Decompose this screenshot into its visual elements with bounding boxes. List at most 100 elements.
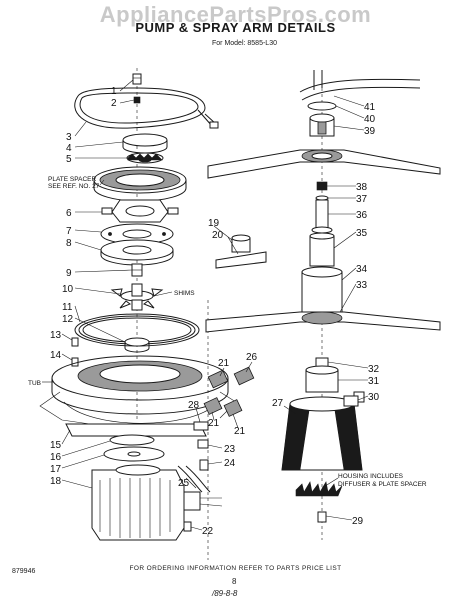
plate-spacer-ring <box>93 166 187 202</box>
callout-4: 4 <box>66 143 72 154</box>
part-19-block <box>231 234 251 253</box>
part-21-coupling-b <box>203 397 223 415</box>
document-code: 879946 <box>12 568 36 575</box>
diffuser-plate-spacer <box>295 481 343 497</box>
callout-8: 8 <box>66 238 72 249</box>
callout-39: 39 <box>364 126 376 137</box>
model-line: For Model: 8585-L30 <box>212 40 277 47</box>
note-tub: TUB <box>28 380 41 387</box>
part-1-screw <box>132 73 142 85</box>
part-10-impeller <box>110 283 164 311</box>
part-36-tube <box>311 199 333 234</box>
callout-33: 33 <box>356 280 368 291</box>
watermark: AppliancePartsPros.com <box>99 2 372 27</box>
callout-2: 2 <box>111 98 117 109</box>
callout-13: 13 <box>50 330 62 341</box>
note-diffuser-plate-spacer: DIFFUSER & PLATE SPACER <box>338 481 427 488</box>
part-3-tube-loop <box>74 87 219 129</box>
callout-30: 30 <box>368 392 380 403</box>
callout-10: 10 <box>62 284 74 295</box>
callout-26: 26 <box>246 352 258 363</box>
callout-17: 17 <box>50 464 62 475</box>
page-number: 8 <box>232 577 237 586</box>
callout-25: 25 <box>178 478 190 489</box>
part-29-screw <box>317 511 327 523</box>
part-39-nut <box>309 113 335 137</box>
part-24-screw <box>199 459 209 471</box>
part-5-gear <box>126 152 164 164</box>
upper-spray-arm <box>207 149 441 179</box>
callout-19: 19 <box>208 218 220 229</box>
callout-7: 7 <box>66 226 72 237</box>
note-plate-spacer: PLATE SPACER <box>48 176 96 183</box>
callout-28: 28 <box>188 400 200 411</box>
callout-38: 38 <box>356 182 368 193</box>
part-18-motor <box>91 464 223 541</box>
note-housing-includes: HOUSING INCLUDES <box>338 473 404 480</box>
part-16-seal <box>109 434 155 446</box>
part-4-cap <box>122 133 168 154</box>
ordering-footer: FOR ORDERING INFORMATION REFER TO PARTS … <box>129 565 342 572</box>
part-28-clamp <box>193 421 209 431</box>
part-30-fitting <box>343 395 359 407</box>
part-40-washer <box>307 101 337 111</box>
callout-34: 34 <box>356 264 368 275</box>
part-number-callouts: 1 2 3 4 5 6 7 8 9 10 11 12 13 14 15 16 1… <box>50 86 380 537</box>
part-35-sleeve <box>309 232 335 267</box>
part-23-clip <box>197 439 209 449</box>
callout-27: 27 <box>272 398 284 409</box>
callout-20: 20 <box>212 230 224 241</box>
callout-36: 36 <box>356 210 368 221</box>
callout-31: 31 <box>368 376 380 387</box>
callout-14: 14 <box>50 350 62 361</box>
part-20-bracket <box>215 251 267 269</box>
callout-24: 24 <box>224 458 236 469</box>
tub-base <box>39 355 237 425</box>
part-14-screw <box>71 357 79 367</box>
note-shims: SHIMS <box>174 290 195 297</box>
revision-mark: /89-8-8 <box>212 589 238 598</box>
diagram-title: PUMP & SPRAY ARM DETAILS <box>135 20 336 35</box>
part-12-hub <box>124 337 150 353</box>
part-13-screw <box>71 337 79 347</box>
callout-32: 32 <box>368 364 380 375</box>
callout-37: 37 <box>356 194 368 205</box>
callout-35: 35 <box>356 228 368 239</box>
callout-22: 22 <box>202 526 214 537</box>
callout-18: 18 <box>50 476 62 487</box>
callout-3: 3 <box>66 132 72 143</box>
callout-15: 15 <box>50 440 62 451</box>
part-41-pipe <box>299 70 421 101</box>
callout-21-lower-left: 21 <box>208 418 220 429</box>
part-25-wire-harness <box>177 465 211 493</box>
part-38-nut <box>316 181 328 191</box>
part-31-housing-top <box>305 365 339 393</box>
part-22-screw <box>183 521 192 532</box>
leader-lines <box>42 79 369 531</box>
part-37-clip <box>315 195 329 201</box>
part-9-shaft <box>131 263 143 277</box>
callout-40: 40 <box>364 114 376 125</box>
part-26-coupling <box>233 366 255 386</box>
callout-9: 9 <box>66 268 72 279</box>
callout-23: 23 <box>224 444 236 455</box>
callout-5: 5 <box>66 154 72 165</box>
callout-21-top: 21 <box>218 358 230 369</box>
part-34-tower <box>301 266 343 317</box>
callout-29: 29 <box>352 516 364 527</box>
part-21-coupling-a <box>207 369 229 389</box>
part-6-housing <box>101 199 179 223</box>
callout-41: 41 <box>364 102 376 113</box>
callout-6: 6 <box>66 208 72 219</box>
callout-21-lower-right: 21 <box>234 426 246 437</box>
diagram-notes: PLATE SPACER SEE REF. NO. 27 SHIMS TUB H… <box>28 176 427 488</box>
part-27-pump-housing <box>281 391 365 471</box>
callout-12: 12 <box>62 314 74 325</box>
part-2-clip <box>133 96 141 104</box>
part-17-disc <box>103 446 165 462</box>
callout-16: 16 <box>50 452 62 463</box>
part-33-lower-spray-arm <box>205 311 441 333</box>
part-15-plate <box>65 423 207 437</box>
